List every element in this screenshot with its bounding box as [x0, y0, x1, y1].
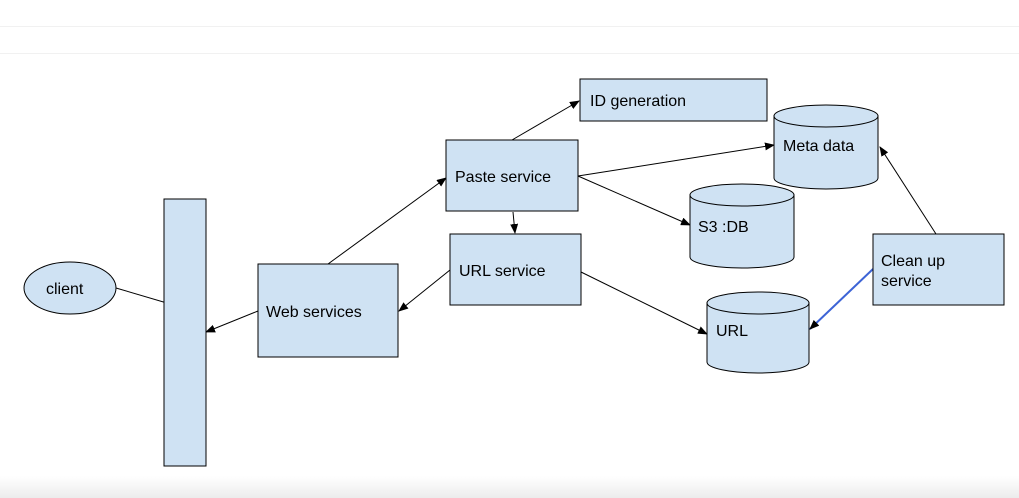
cleanup-service-label-line1: Clean up [881, 253, 945, 270]
client-ellipse [23, 261, 117, 315]
cleanup-service-box [872, 233, 1005, 306]
s3-db-cylinder-top [689, 183, 795, 207]
web-services-node: Web services [257, 263, 399, 358]
client-label: client [46, 281, 84, 298]
load-balancer-box [163, 198, 207, 467]
edge-paste-to-idgen [511, 100, 580, 141]
edge-web-to-loadbalancer [205, 310, 259, 333]
edge-url-service-to-url-db [580, 271, 708, 335]
edge-cleanup-to-metadata [879, 146, 937, 235]
url-db-label: URL [716, 323, 748, 340]
edge-url-to-web [398, 269, 451, 312]
url-service-node: URL service [449, 233, 582, 306]
url-db-node: URL [706, 291, 810, 374]
id-generation-box [579, 78, 768, 122]
canvas-gridline [0, 26, 1019, 27]
edge-paste-to-metadata [577, 142, 775, 177]
s3-db-label: S3 :DB [698, 219, 749, 236]
edge-web-to-paste [327, 177, 447, 265]
cleanup-service-label-line2: service [881, 273, 932, 290]
edge-paste-to-url-service [510, 211, 519, 234]
s3-db-cylinder-body [689, 194, 795, 269]
client-node: client [23, 261, 117, 315]
meta-data-label: Meta data [783, 138, 854, 155]
edge-paste-to-s3 [577, 175, 691, 226]
edges [115, 100, 937, 335]
meta-data-cylinder-body [773, 115, 879, 190]
url-service-box [449, 233, 582, 306]
cleanup-service-node: Clean up service [872, 233, 1005, 306]
canvas-gridline [0, 53, 1019, 54]
id-generation-node: ID generation [579, 78, 768, 122]
url-service-label: URL service [459, 263, 546, 280]
web-services-label: Web services [266, 304, 362, 321]
web-services-box [257, 263, 399, 358]
paste-service-box [445, 139, 579, 212]
paste-service-node: Paste service [445, 139, 579, 212]
meta-data-db-node: Meta data [773, 104, 879, 190]
paste-service-label: Paste service [455, 169, 551, 186]
canvas-bottom-shadow [0, 476, 1019, 498]
edge-cleanup-to-url-db [809, 268, 874, 330]
s3-db-node: S3 :DB [689, 183, 795, 269]
url-db-cylinder-body [706, 302, 810, 374]
id-generation-label: ID generation [590, 93, 686, 110]
meta-data-cylinder-top [773, 104, 879, 128]
url-db-cylinder-top [706, 291, 810, 315]
